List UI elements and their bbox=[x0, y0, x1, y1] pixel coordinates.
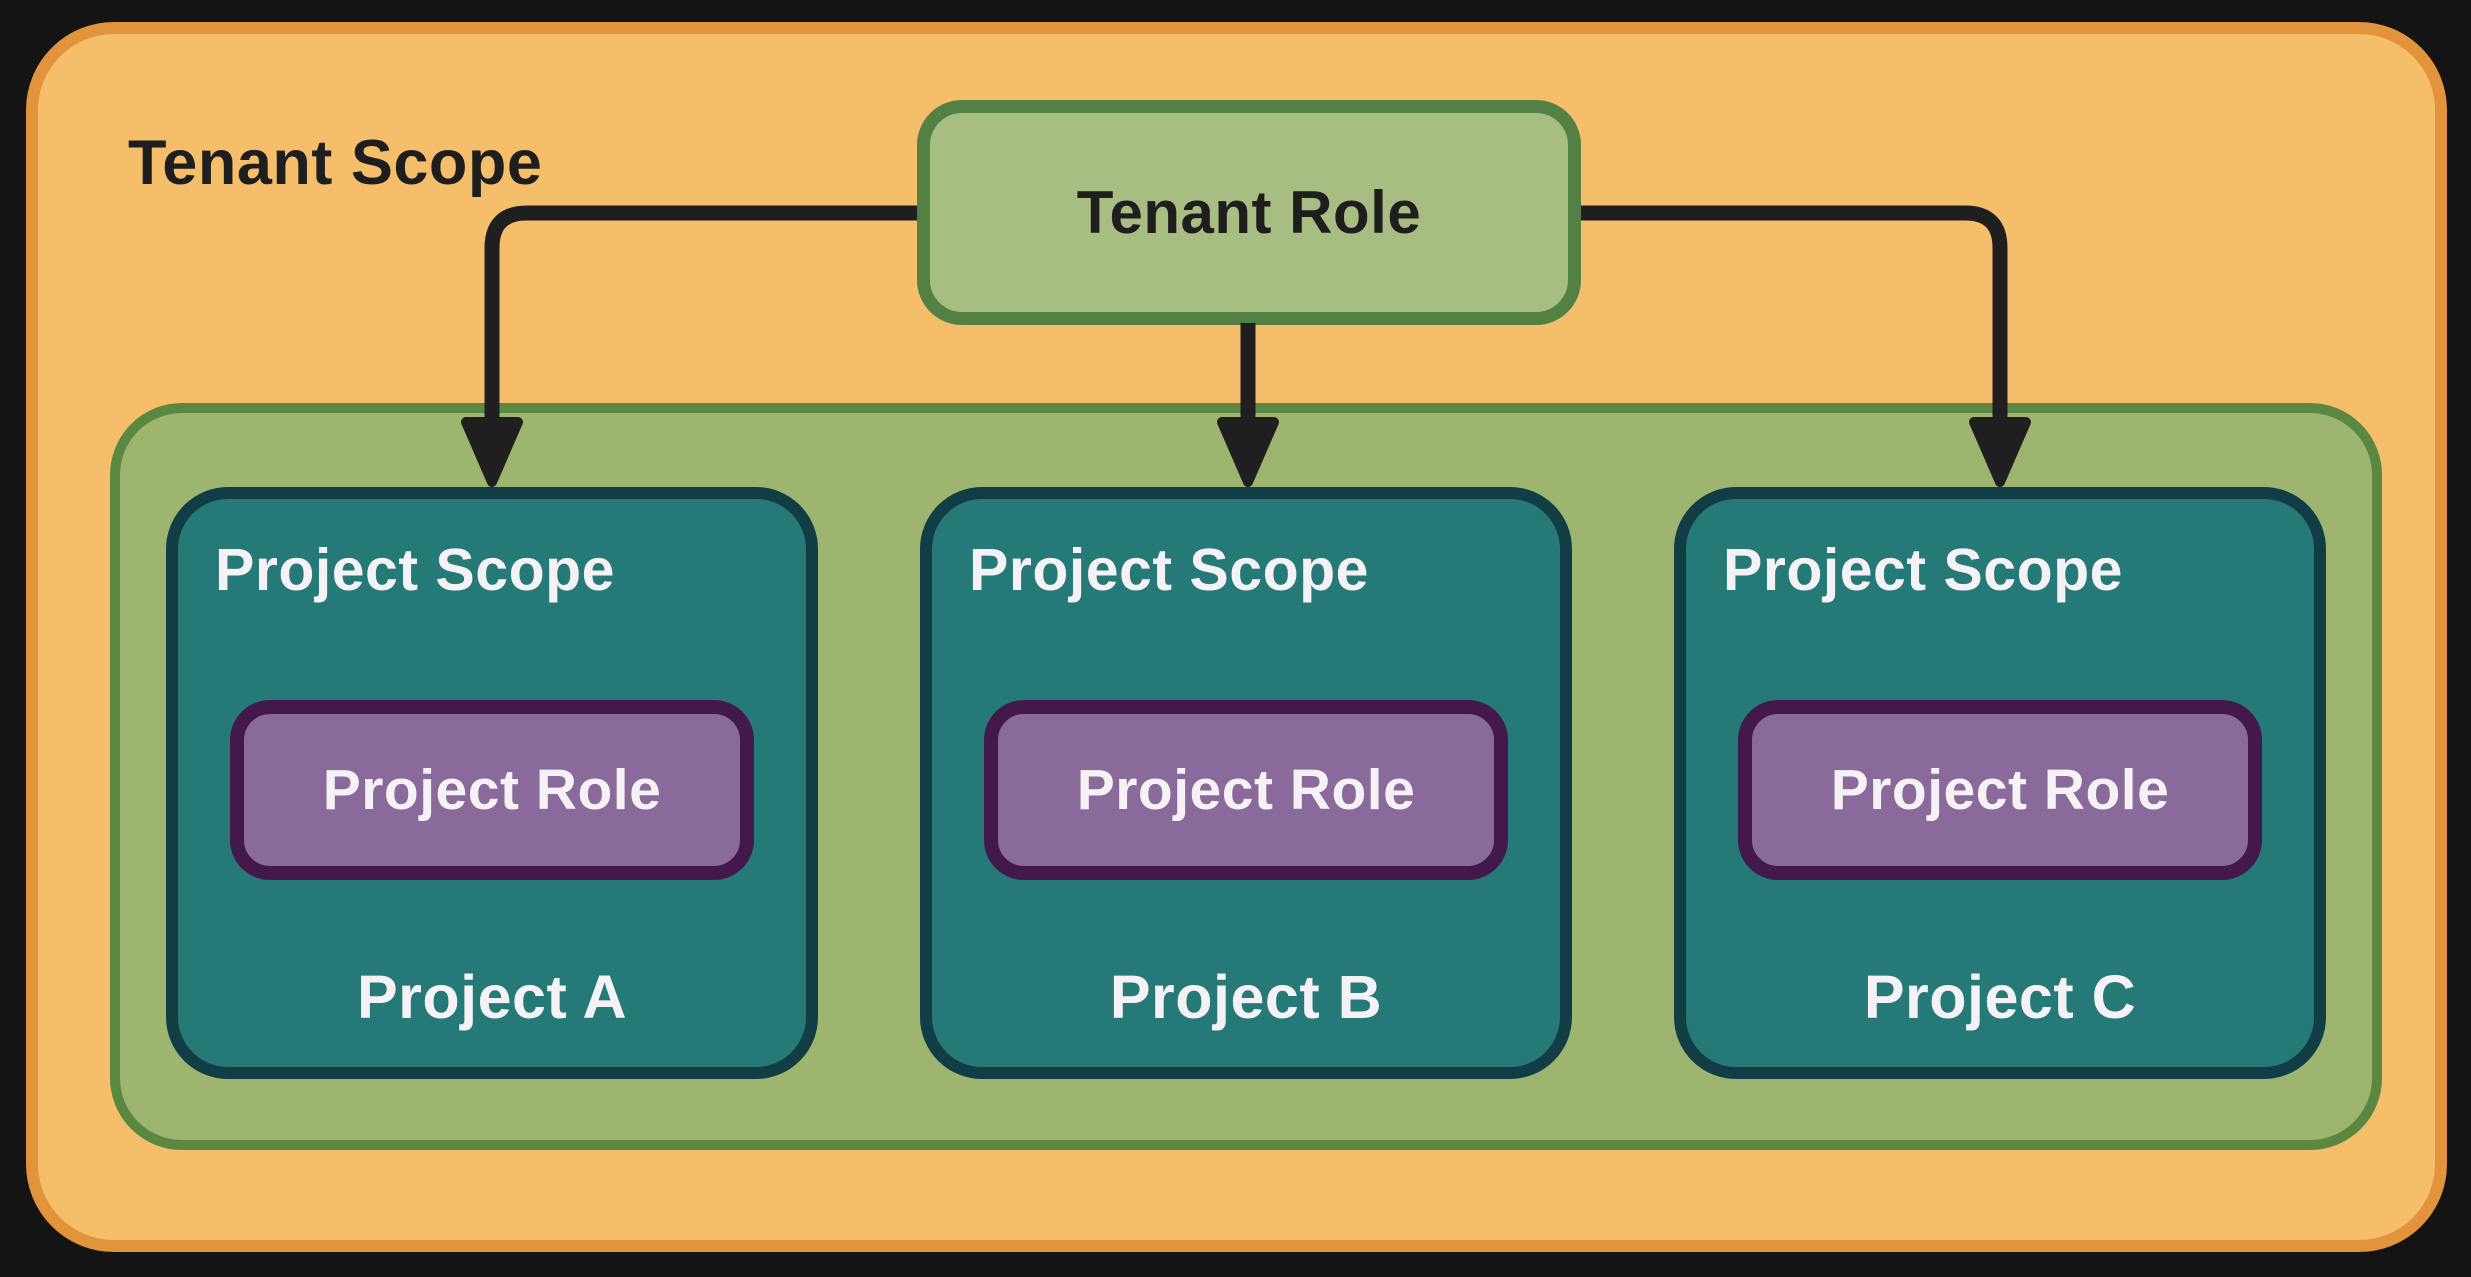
project-role-label-c: Project Role bbox=[1830, 758, 2170, 822]
project-role-node-b: Project Role bbox=[984, 700, 1508, 880]
project-scope-box-a: Project Scope Project Role Project A bbox=[166, 487, 818, 1079]
project-role-label-a: Project Role bbox=[322, 758, 662, 822]
project-name-label-a: Project A bbox=[356, 963, 628, 1031]
project-name-label-b: Project B bbox=[1109, 963, 1383, 1031]
project-scope-box-b: Project Scope Project Role Project B bbox=[920, 487, 1572, 1079]
project-scope-label-b: Project Scope bbox=[969, 537, 1369, 603]
project-role-node-a: Project Role bbox=[230, 700, 754, 880]
tenant-role-node: Tenant Role bbox=[917, 100, 1581, 325]
tenant-scope-label: Tenant Scope bbox=[128, 128, 543, 198]
project-role-label-b: Project Role bbox=[1076, 758, 1416, 822]
project-scope-label-a: Project Scope bbox=[215, 537, 615, 603]
project-role-node-c: Project Role bbox=[1738, 700, 2262, 880]
project-scope-box-c: Project Scope Project Role Project C bbox=[1674, 487, 2326, 1079]
tenant-role-label: Tenant Role bbox=[1076, 179, 1422, 246]
project-scope-label-c: Project Scope bbox=[1723, 537, 2123, 603]
project-name-label-c: Project C bbox=[1863, 963, 2137, 1031]
